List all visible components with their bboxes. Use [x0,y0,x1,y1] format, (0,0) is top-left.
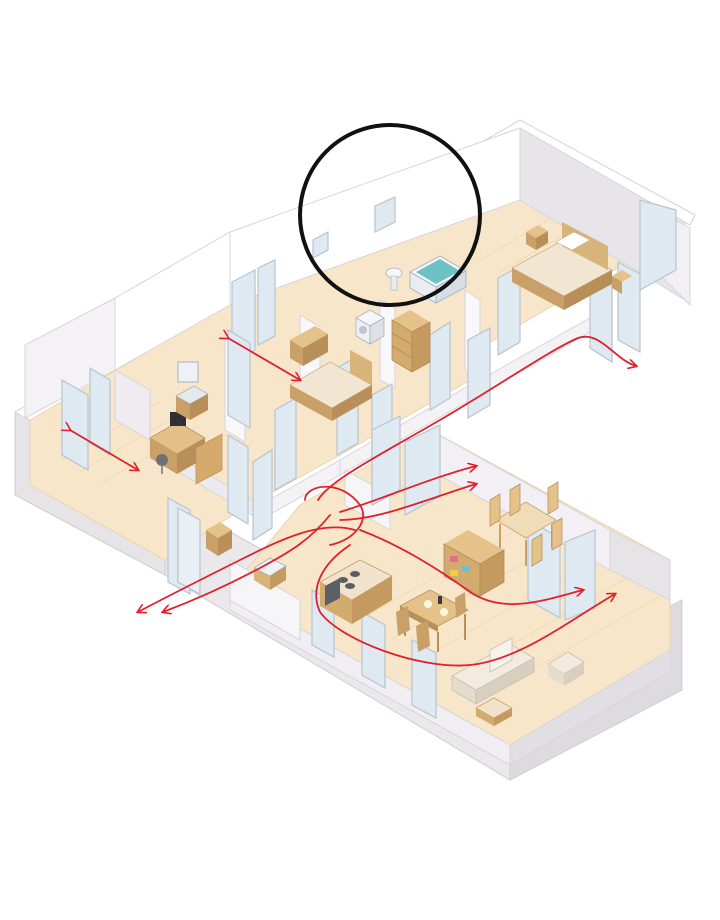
balcony-window [639,199,677,292]
door-wardrobe [467,326,491,420]
hall-glass-door [371,415,401,507]
living-armchair [547,651,585,686]
kitchen-counter [319,559,393,624]
living-window-b [411,638,437,720]
door-bath [429,320,451,412]
airflow-bedroom-window [228,338,300,380]
airflow-hall-west-a [138,526,356,612]
highlight-circle [298,123,482,307]
dining-window-2 [564,529,596,621]
airflow-living-window-a [359,529,583,605]
airflow-master-balcony [317,335,636,501]
airflow-dining-window-b [339,484,476,521]
living-sofa [451,637,535,705]
coffee-table [475,697,513,726]
living-shelf [443,530,505,597]
airflow-hall-west-b [163,514,331,612]
study-window [61,378,89,472]
washing-machine [355,309,385,345]
hall-cabinet [206,522,232,556]
living-table [396,589,469,652]
hall-sink [253,557,287,590]
study-cabinet [175,361,209,420]
airflow-living-window-b [315,544,615,667]
airflow-dining-window-a [339,466,476,513]
dining-set [489,481,563,567]
master-bed [511,222,613,310]
airflow-study-window [70,430,138,470]
door-storage [274,396,297,492]
bathroom-vent [312,231,329,259]
front-door-leaf [177,506,201,596]
living-window-a [361,610,386,690]
furniture [149,222,632,726]
study-window-2 [89,366,111,457]
master-nightstand [526,225,632,294]
balcony-door-right [617,260,641,354]
bedroom-window-2 [257,259,276,346]
door-hall-a [227,433,249,526]
door-hall-b [252,448,273,542]
bathroom-window [374,196,396,233]
airflow-arrows [70,335,636,667]
bedroom-bed [289,350,373,421]
storage-shelves [391,310,431,373]
bathroom-fixtures [385,255,467,304]
study-desk [149,412,223,485]
